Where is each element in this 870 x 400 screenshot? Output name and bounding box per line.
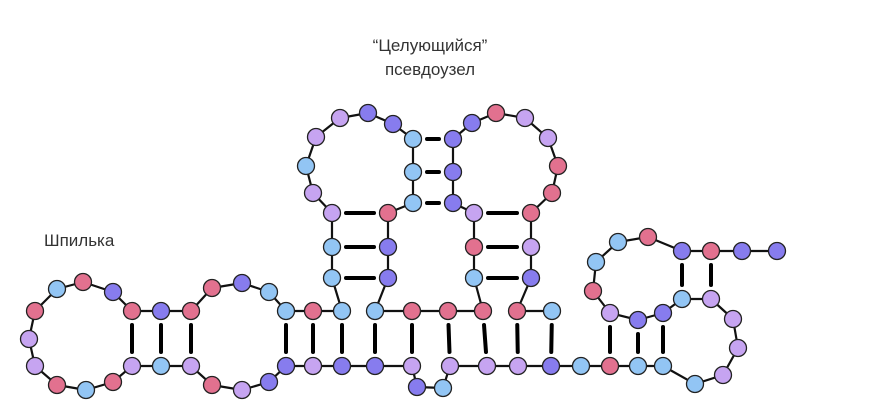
- nucleotide-pink: [548, 156, 568, 176]
- nucleotide-pink: [378, 203, 398, 223]
- nucleotide-pink: [47, 375, 67, 395]
- nucleotide-blue: [685, 374, 705, 394]
- nucleotide-dark: [332, 356, 352, 376]
- nucleotide-dark: [628, 310, 648, 330]
- nucleotide-dark: [443, 162, 463, 182]
- nucleotide-pink: [438, 301, 458, 321]
- nucleotide-lavender: [122, 356, 142, 376]
- nucleotide-lavender: [306, 127, 326, 147]
- nucleotide-blue: [571, 356, 591, 376]
- nucleotide-blue: [322, 237, 342, 257]
- nucleotide-pink: [521, 203, 541, 223]
- nucleotide-dark: [407, 377, 427, 397]
- nucleotide-lavender: [330, 108, 350, 128]
- pseudoknot-label-line1: “Целующийся”: [372, 36, 488, 55]
- nucleotide-lavender: [600, 303, 620, 323]
- nucleotide-blue: [403, 162, 423, 182]
- nucleotide-dark: [521, 268, 541, 288]
- nucleotide-dark: [383, 114, 403, 134]
- nucleotide-pink: [473, 301, 493, 321]
- nucleotide-dark: [358, 103, 378, 123]
- nucleotide-blue: [365, 301, 385, 321]
- nucleotide-dark: [462, 113, 482, 133]
- nucleotide-lavender: [508, 356, 528, 376]
- nucleotide-dark: [232, 273, 252, 293]
- nucleotide-pink: [181, 301, 201, 321]
- nucleotide-dark: [365, 356, 385, 376]
- nucleotide-lavender: [701, 289, 721, 309]
- nucleotide-pink: [701, 241, 721, 261]
- nucleotide-pink: [486, 103, 506, 123]
- nucleotide-blue: [296, 156, 316, 176]
- nucleotide-pink: [402, 301, 422, 321]
- nucleotide-lavender: [477, 356, 497, 376]
- nucleotide-blue: [276, 301, 296, 321]
- nucleotide-blue: [672, 289, 692, 309]
- nucleotide-blue: [586, 252, 606, 272]
- nucleotide-lavender: [322, 203, 342, 223]
- base-pair-bond: [446, 322, 452, 355]
- nucleotide-dark: [653, 303, 673, 323]
- nucleotide-pink: [542, 183, 562, 203]
- nucleotide-blue: [542, 301, 562, 321]
- nucleotide-dark: [378, 268, 398, 288]
- nucleotide-blue: [151, 356, 171, 376]
- nucleotide-pink: [464, 237, 484, 257]
- nucleotide-dark: [259, 372, 279, 392]
- nucleotide-blue: [464, 268, 484, 288]
- nucleotide-pink: [638, 227, 658, 247]
- nucleotide-lavender: [464, 203, 484, 223]
- nucleotide-dark: [378, 237, 398, 257]
- nucleotide-blue: [608, 232, 628, 252]
- nucleotide-dark: [767, 241, 787, 261]
- nucleotide-lavender: [19, 329, 39, 349]
- pseudoknot-label: “Целующийся” псевдоузел: [330, 34, 530, 82]
- nucleotide-blue: [403, 129, 423, 149]
- nucleotide-pink: [583, 281, 603, 301]
- nucleotide-lavender: [181, 356, 201, 376]
- nucleotide-lavender: [402, 356, 422, 376]
- nucleotide-dark: [443, 193, 463, 213]
- pseudoknot-label-line2: псевдоузел: [384, 60, 476, 79]
- nucleotide-blue: [653, 356, 673, 376]
- nucleotide-lavender: [303, 183, 323, 203]
- nucleotide-dark: [103, 282, 123, 302]
- nucleotide-dark: [672, 241, 692, 261]
- nucleotide-dark: [276, 356, 296, 376]
- nucleotide-lavender: [303, 356, 323, 376]
- nucleotide-dark: [541, 356, 561, 376]
- nucleotide-blue: [259, 282, 279, 302]
- nucleotide-lavender: [25, 356, 45, 376]
- nucleotide-pink: [103, 372, 123, 392]
- nucleotide-lavender: [440, 356, 460, 376]
- nucleotide-pink: [600, 356, 620, 376]
- nucleotide-lavender: [728, 338, 748, 358]
- base-pair-bond: [482, 322, 488, 355]
- hairpin-label: Шпилька: [44, 231, 115, 250]
- nucleotide-lavender: [521, 237, 541, 257]
- nucleotide-pink: [25, 301, 45, 321]
- nucleotide-pink: [202, 375, 222, 395]
- nucleotide-pink: [73, 272, 93, 292]
- nucleotide-blue: [47, 279, 67, 299]
- nucleotide-lavender: [723, 309, 743, 329]
- nucleotide-lavender: [232, 380, 252, 400]
- nucleotide-lavender: [538, 128, 558, 148]
- nucleotide-lavender: [713, 365, 733, 385]
- nucleotide-blue: [628, 356, 648, 376]
- nucleotide-pink: [202, 278, 222, 298]
- nucleotide-blue: [403, 193, 423, 213]
- nucleotide-blue: [322, 268, 342, 288]
- nucleotide-pink: [122, 301, 142, 321]
- nucleotide-dark: [151, 301, 171, 321]
- nucleotide-dark: [443, 129, 463, 149]
- nucleotide-dark: [732, 241, 752, 261]
- nucleotide-lavender: [515, 108, 535, 128]
- nucleotide-blue: [332, 301, 352, 321]
- nucleotide-blue: [76, 380, 96, 400]
- nucleotide-pink: [507, 301, 527, 321]
- nucleotide-pink: [303, 301, 323, 321]
- nucleotide-blue: [433, 378, 453, 398]
